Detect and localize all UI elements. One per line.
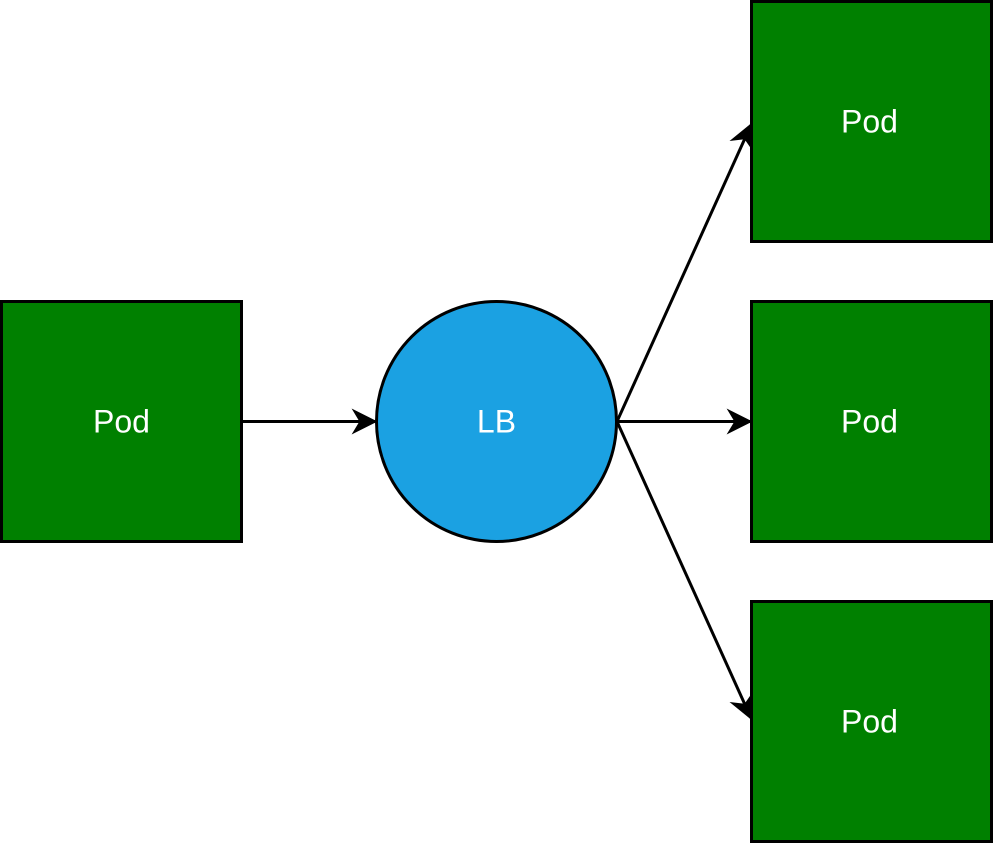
load-balancer-label: LB <box>477 404 516 440</box>
target-pod-box-top <box>750 0 993 243</box>
target-pod-node-top[interactable]: Pod <box>750 0 993 243</box>
load-balancer-circle <box>375 300 618 543</box>
target-pod-node-middle[interactable]: Pod <box>750 300 993 543</box>
target-pod-box-bottom <box>750 600 993 843</box>
target-pod-label-middle: Pod <box>841 404 898 440</box>
edge-lb-to-pod-top <box>615 122 754 423</box>
source-pod-node[interactable]: Pod <box>0 300 243 543</box>
target-pod-box-middle <box>750 300 993 543</box>
edges <box>242 122 754 721</box>
edge-lb-to-pod-bottom <box>615 420 754 721</box>
load-balancer-node[interactable]: LB <box>375 300 618 543</box>
target-pod-node-bottom[interactable]: Pod <box>750 600 993 843</box>
target-pod-label-bottom: Pod <box>841 704 898 740</box>
target-pod-label-top: Pod <box>841 104 898 140</box>
source-pod-box <box>0 300 243 543</box>
source-pod-label: Pod <box>93 404 150 440</box>
